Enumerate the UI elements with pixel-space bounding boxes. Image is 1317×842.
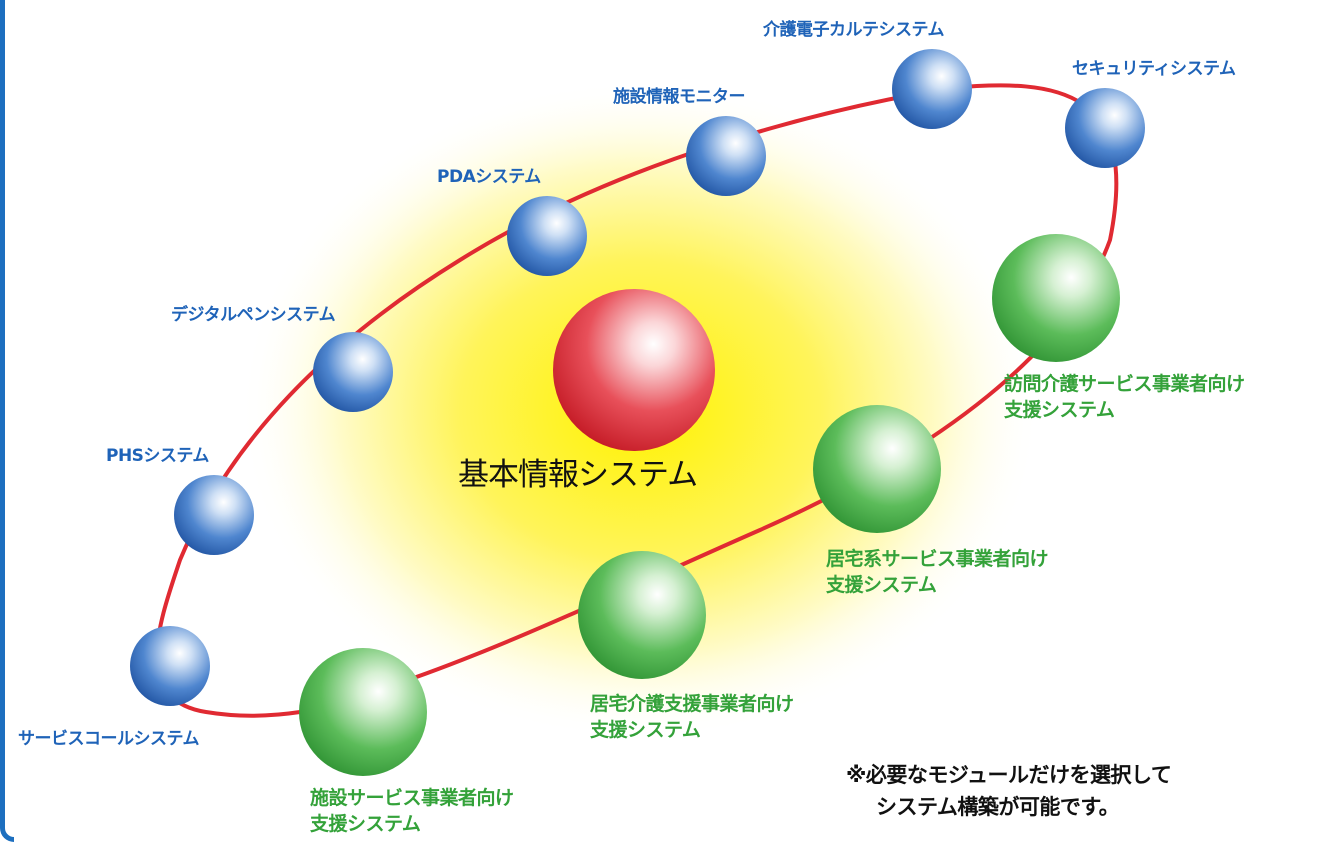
sphere-digital-pen bbox=[313, 332, 393, 412]
label-service-call: サービスコールシステム bbox=[18, 729, 200, 749]
label-home-service-line2: 支援システム bbox=[826, 573, 937, 596]
connection-ring bbox=[155, 83, 1119, 718]
label-care-ekarte: 介護電子カルテシステム bbox=[763, 20, 945, 40]
sphere-home-care-support bbox=[578, 551, 706, 679]
sphere-home-service bbox=[813, 405, 941, 533]
label-home-service: 居宅系サービス事業者向け 支援システム bbox=[826, 547, 1049, 598]
label-visit-care-line1: 訪問介護サービス事業者向け bbox=[1004, 373, 1245, 395]
label-home-service-line1: 居宅系サービス事業者向け bbox=[826, 548, 1049, 570]
sphere-pda bbox=[507, 196, 587, 276]
label-home-care-support-line2: 支援システム bbox=[590, 718, 701, 741]
frame-border bbox=[0, 0, 14, 842]
label-security: セキュリティシステム bbox=[1072, 59, 1236, 79]
label-facility-service-line2: 支援システム bbox=[310, 812, 421, 835]
label-pda: PDAシステム bbox=[437, 167, 541, 187]
label-visit-care-line2: 支援システム bbox=[1004, 398, 1115, 421]
label-phs: PHSシステム bbox=[106, 446, 209, 466]
label-facility-service: 施設サービス事業者向け 支援システム bbox=[310, 786, 514, 837]
label-digital-pen: デジタルペンシステム bbox=[171, 305, 336, 325]
sphere-service-call bbox=[130, 626, 210, 706]
center-sphere bbox=[553, 289, 715, 451]
sphere-facility-service bbox=[299, 648, 427, 776]
module-note-line2: システム構築が可能です。 bbox=[876, 794, 1120, 819]
center-label: 基本情報システム bbox=[458, 457, 698, 493]
label-visit-care: 訪問介護サービス事業者向け 支援システム bbox=[1004, 372, 1245, 423]
sphere-visit-care bbox=[992, 234, 1120, 362]
label-facility-monitor: 施設情報モニター bbox=[613, 87, 746, 107]
module-note-line1: ※必要なモジュールだけを選択して bbox=[846, 763, 1172, 787]
label-facility-service-line1: 施設サービス事業者向け bbox=[310, 787, 514, 809]
sphere-facility-monitor bbox=[686, 116, 766, 196]
module-note: ※必要なモジュールだけを選択して システム構築が可能です。 bbox=[846, 760, 1172, 823]
sphere-security bbox=[1065, 88, 1145, 168]
label-home-care-support: 居宅介護支援事業者向け 支援システム bbox=[590, 692, 794, 743]
label-home-care-support-line1: 居宅介護支援事業者向け bbox=[590, 693, 794, 715]
sphere-care-ekarte bbox=[892, 49, 972, 129]
sphere-phs bbox=[174, 475, 254, 555]
